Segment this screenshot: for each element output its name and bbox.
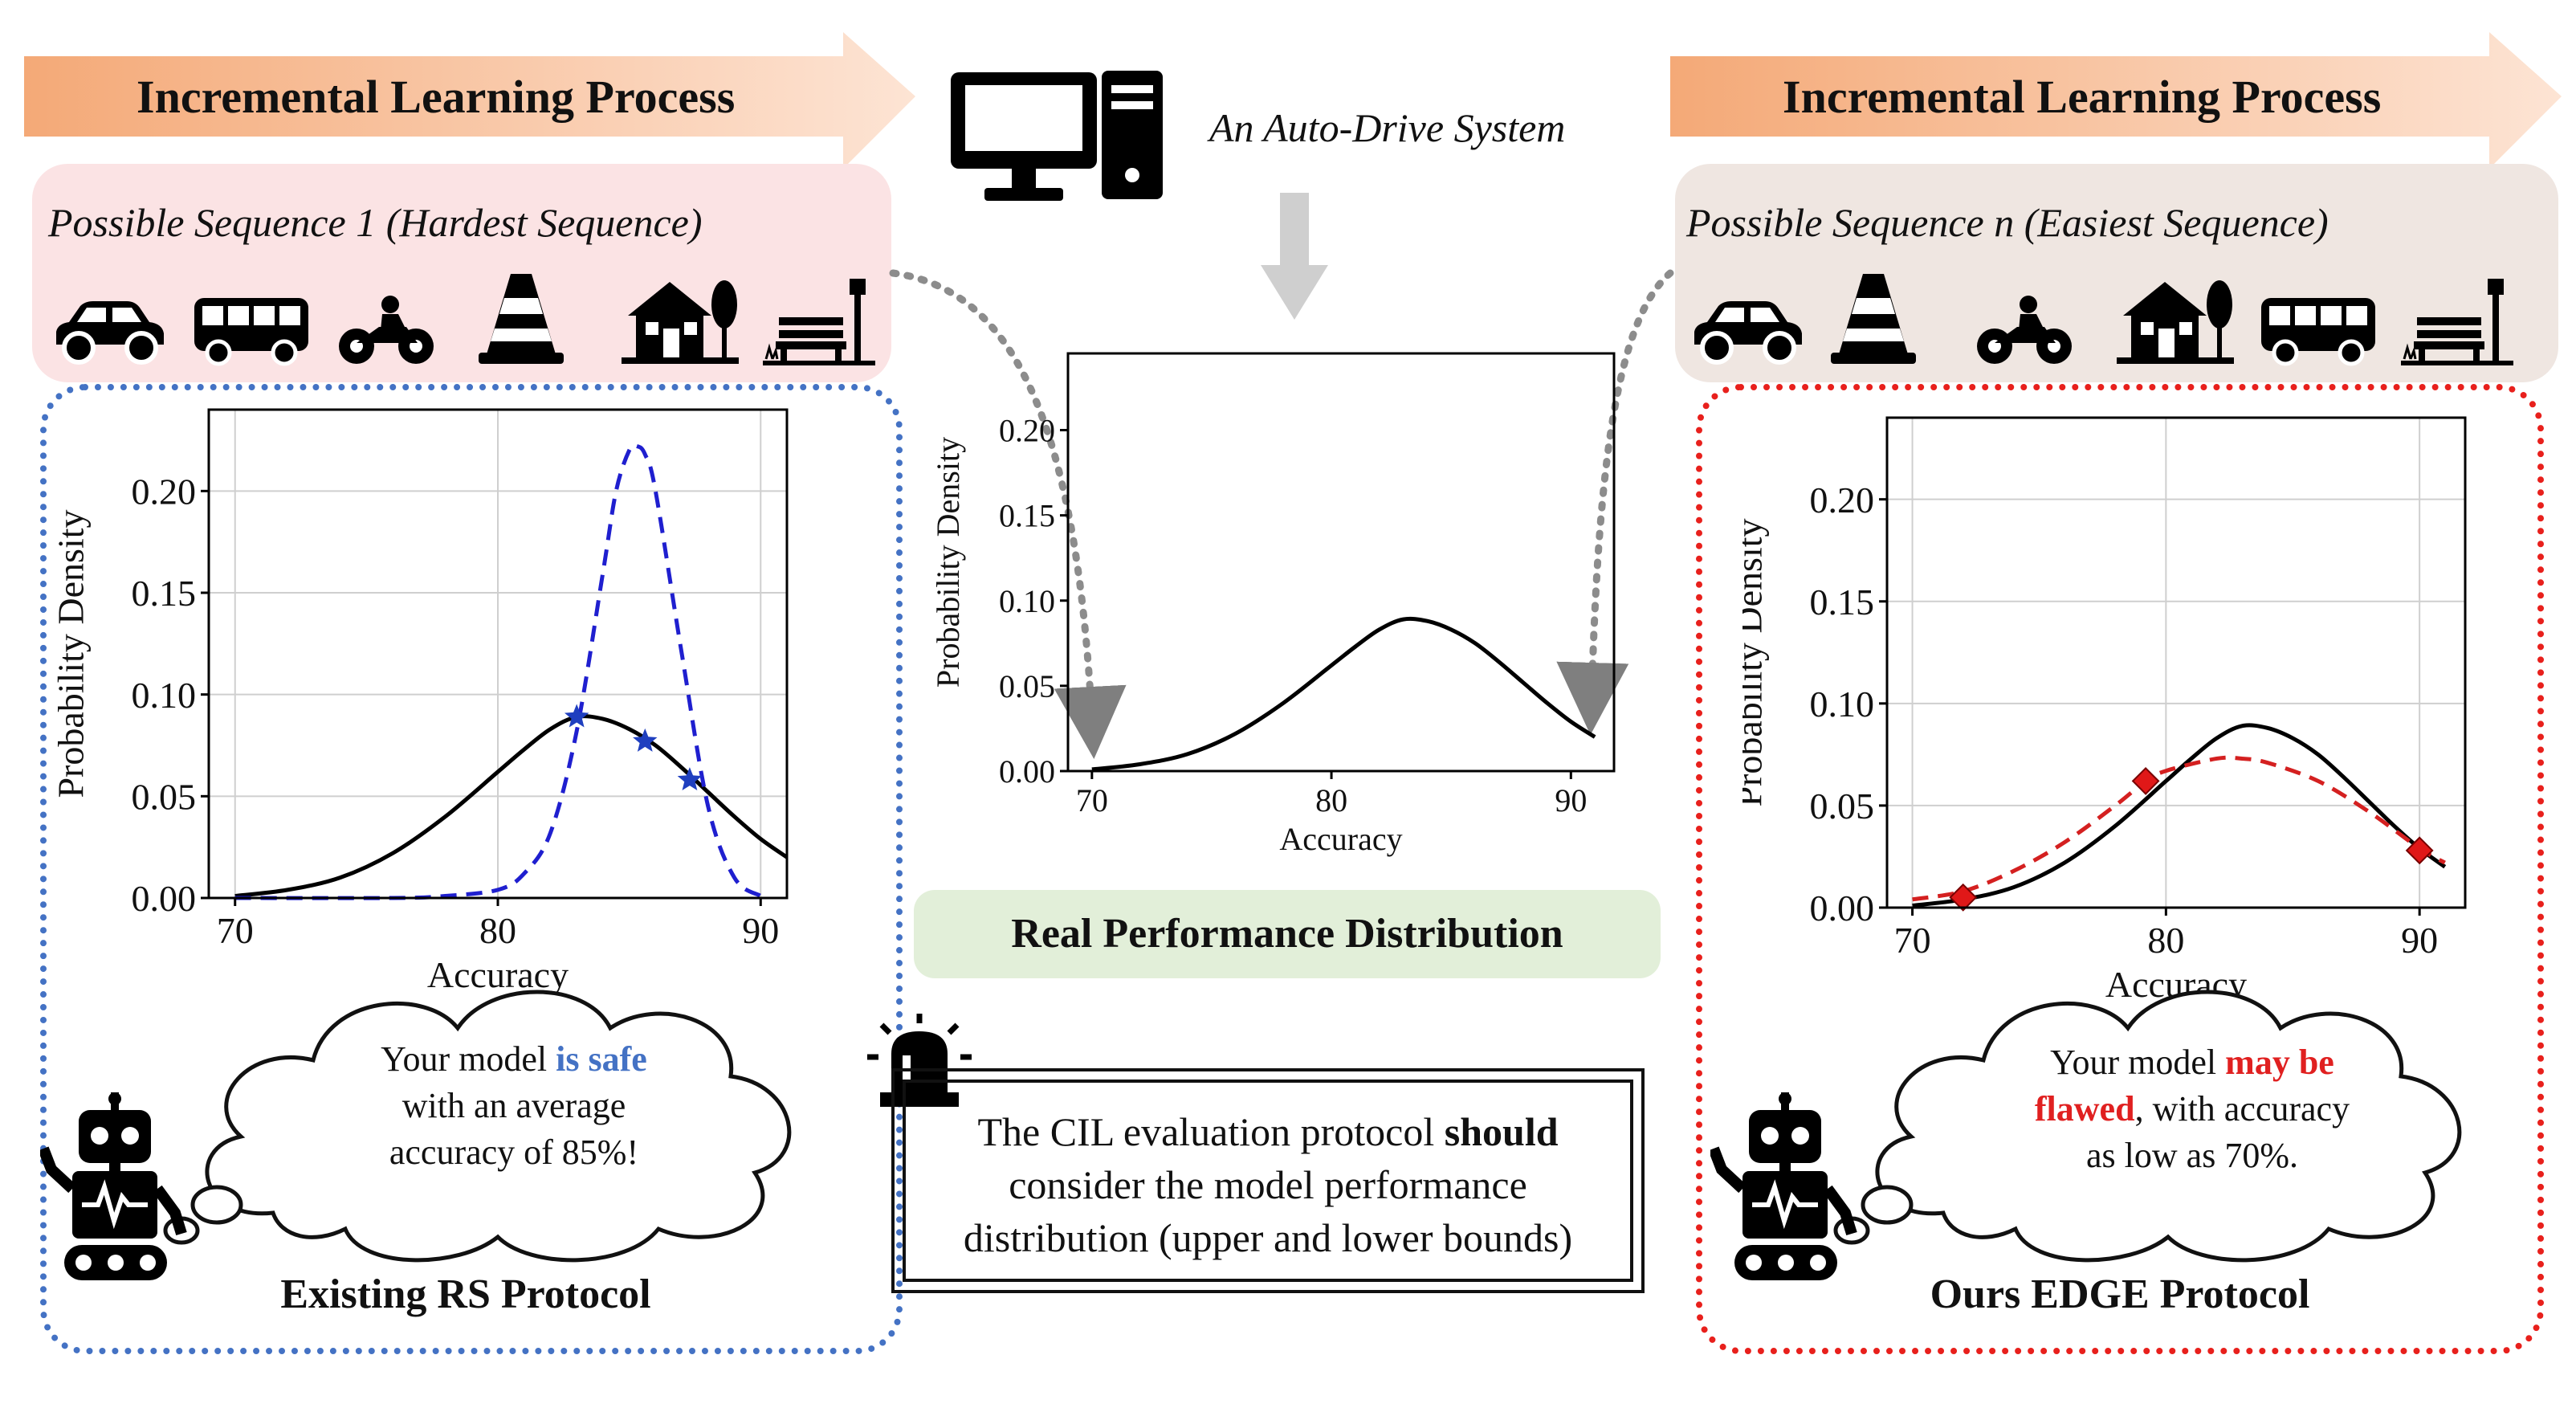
x-tick-label: 90 (742, 910, 779, 951)
left-protocol-caption: Existing RS Protocol (280, 1271, 651, 1317)
right-icon-row (1686, 267, 2554, 371)
y-tick-label: 0.05 (1810, 786, 1875, 826)
left-icon-row (48, 267, 883, 371)
x-axis-label: Accuracy (1279, 821, 1402, 857)
star-marker (633, 728, 658, 752)
x-tick-label: 90 (1555, 782, 1587, 818)
motorbike-icon (1972, 295, 2077, 371)
right-bubble-text: Your model may be flawed, with accuracy … (2034, 1043, 2350, 1175)
y-tick-label: 0.10 (999, 583, 1055, 619)
y-tick-label: 0.05 (999, 668, 1055, 704)
left-sequence-box: Possible Sequence 1 (Hardest Sequence) (32, 164, 891, 382)
pc-tower-icon (1100, 69, 1164, 205)
left-banner-title: Incremental Learning Process (137, 71, 736, 123)
y-axis-label: Probability Density (56, 509, 92, 798)
motorbike-icon (334, 295, 438, 371)
robot-icon (38, 1092, 193, 1289)
robot-icon (1708, 1092, 1863, 1289)
y-axis-label: Probability Density (931, 437, 966, 688)
x-tick-label: 80 (479, 910, 516, 951)
y-tick-label: 0.20 (999, 413, 1055, 449)
x-tick-label: 70 (217, 910, 254, 951)
x-tick-label: 70 (1076, 782, 1108, 818)
bus-icon (2258, 295, 2378, 371)
x-tick-label: 80 (1315, 782, 1347, 818)
park-bench-icon (763, 271, 875, 371)
left-sequence-title: Possible Sequence 1 (Hardest Sequence) (48, 200, 703, 245)
alert-text: The CIL evaluation protocol should consi… (963, 1109, 1573, 1260)
y-tick-label: 0.00 (1810, 888, 1875, 929)
diamond-marker (1949, 883, 1978, 912)
alarm-light-icon (867, 1014, 972, 1114)
y-tick-label: 0.20 (132, 471, 197, 512)
desktop-monitor-icon (948, 69, 1100, 210)
right-sequence-title: Possible Sequence n (Easiest Sequence) (1686, 200, 2329, 245)
diamond-marker (2131, 767, 2160, 795)
left-bubble-text: Your model is safe with an average accur… (381, 1039, 647, 1172)
plot-frame (1066, 352, 1616, 773)
y-tick-label: 0.00 (132, 878, 197, 919)
plot-frame (1885, 416, 2467, 909)
series-line-solid (1912, 723, 2447, 908)
right-sequence-box: Possible Sequence n (Easiest Sequence) (1675, 164, 2558, 382)
series-line-solid (234, 714, 789, 898)
y-tick-label: 0.10 (132, 675, 197, 716)
left-protocol-box (40, 384, 903, 1354)
y-tick-label: 0.00 (999, 753, 1055, 790)
y-tick-label: 0.05 (132, 776, 197, 817)
right-protocol-caption: Ours EDGE Protocol (1930, 1271, 2310, 1317)
down-arrow (1261, 193, 1328, 325)
real-distribution-label: Real Performance Distribution (914, 890, 1661, 978)
right-protocol-box (1696, 384, 2544, 1354)
star-marker (564, 704, 589, 728)
y-tick-label: 0.15 (1810, 582, 1875, 622)
y-tick-label: 0.20 (1810, 480, 1875, 520)
x-axis-label: Accuracy (427, 954, 569, 995)
car-icon (48, 295, 169, 371)
series-line-solid (1091, 616, 1596, 772)
right-banner-title: Incremental Learning Process (1783, 71, 2382, 123)
house-icon (620, 271, 740, 371)
car-icon (1686, 295, 1807, 371)
traffic-cone-icon (1829, 271, 1918, 371)
park-bench-icon (2401, 271, 2513, 371)
left-bubble-highlight: is safe (556, 1039, 647, 1079)
x-tick-label: 90 (2401, 920, 2438, 961)
right-bubble-highlight-2: flawed (2034, 1089, 2135, 1129)
x-tick-label: 70 (1894, 920, 1931, 961)
bus-icon (191, 295, 312, 371)
right-bubble-highlight-1: may be (2225, 1043, 2334, 1082)
right-banner-arrow: Incremental Learning Process (1670, 32, 2562, 169)
y-axis-label: Probability Density (1742, 518, 1770, 806)
y-tick-label: 0.15 (999, 498, 1055, 534)
traffic-cone-icon (477, 271, 565, 371)
series-line-dashed (234, 443, 762, 900)
alert-box: The CIL evaluation protocol should consi… (891, 1068, 1645, 1293)
x-tick-label: 80 (2147, 920, 2184, 961)
house-icon (2115, 271, 2236, 371)
diamond-marker (2405, 836, 2434, 865)
y-tick-label: 0.15 (132, 573, 197, 614)
system-label: An Auto-Drive System (1209, 105, 1566, 150)
right-thought-cloud (1833, 990, 2462, 1263)
y-tick-label: 0.10 (1810, 684, 1875, 724)
left-banner-arrow: Incremental Learning Process (24, 32, 915, 169)
star-marker (677, 767, 703, 791)
series-line-dashed (1912, 755, 2446, 902)
